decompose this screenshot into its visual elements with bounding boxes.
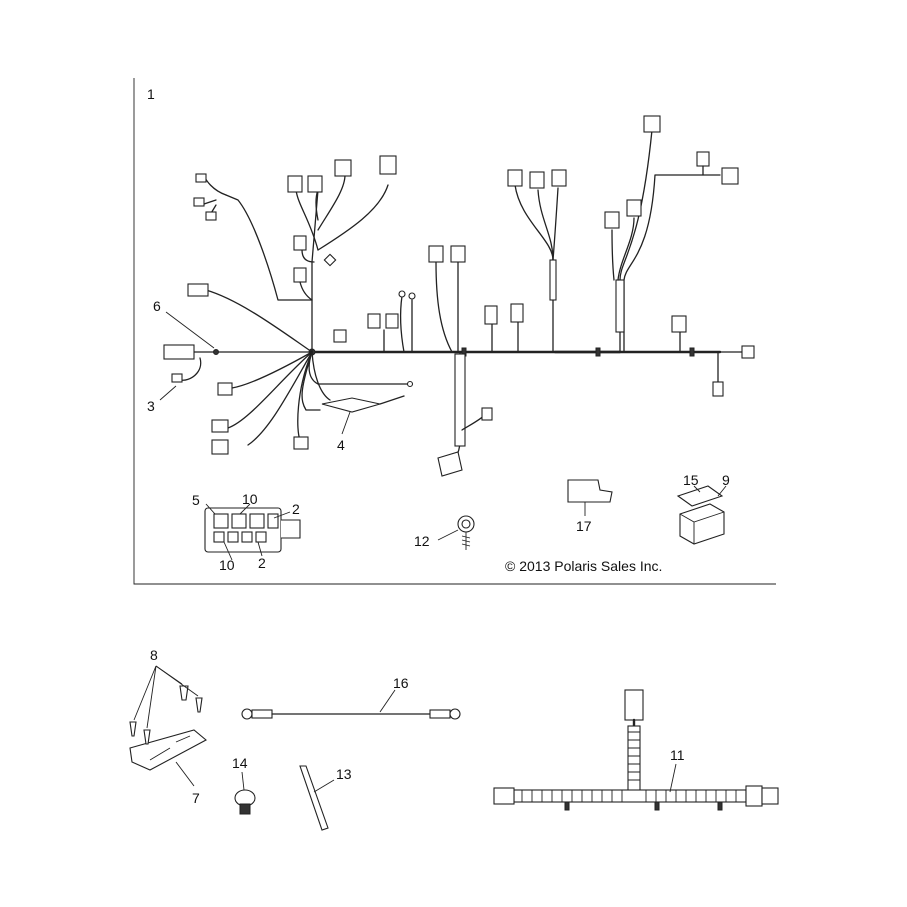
- connector-c7: [510, 303, 524, 323]
- callout-10-top: 10: [242, 491, 258, 507]
- callout-4: 4: [337, 437, 345, 453]
- connector-c9: [428, 245, 444, 263]
- connector-c18: [293, 267, 307, 283]
- connector-c20: [217, 382, 233, 396]
- connector-c17: [293, 235, 307, 251]
- ground-terminal: [437, 451, 463, 477]
- wire-grommet: [234, 771, 256, 815]
- cable-tie: [299, 765, 335, 831]
- callout-8: 8: [150, 647, 158, 663]
- top-right-connector: [643, 115, 661, 133]
- mini-connector: [193, 197, 205, 207]
- callout-17: 17: [576, 518, 592, 534]
- connector-c16: [379, 155, 397, 175]
- module-connector: [163, 344, 195, 360]
- ground-cable: [241, 689, 461, 720]
- connector-c11: [385, 313, 399, 329]
- fuse-box: [204, 503, 301, 561]
- mini-connector: [171, 373, 183, 383]
- connector-c8: [450, 245, 466, 263]
- callout-6: 6: [153, 298, 161, 314]
- trunk-end-connector: [741, 345, 755, 359]
- connector-c10: [367, 313, 381, 329]
- mini-connector: [205, 211, 217, 221]
- callout-2-bottom: 2: [258, 555, 266, 571]
- connector-c6: [484, 305, 498, 325]
- callout-12: 12: [414, 533, 430, 549]
- callout-2-top: 2: [292, 501, 300, 517]
- ring-terminal-bolt: [437, 515, 475, 550]
- callout-15: 15: [683, 472, 699, 488]
- callout-10-bottom: 10: [219, 557, 235, 573]
- splice-point: [398, 290, 406, 298]
- clip-tab: [323, 253, 337, 267]
- callout-14: 14: [232, 755, 248, 771]
- far-right-connector: [721, 167, 739, 185]
- screws: [129, 665, 203, 745]
- trunk-clip: [689, 347, 695, 357]
- mini-connector: [195, 173, 207, 183]
- callout-13: 13: [336, 766, 352, 782]
- top-right-connector-2: [696, 151, 710, 167]
- callout-3: 3: [147, 398, 155, 414]
- connector-c19: [187, 283, 209, 297]
- upper-right-connector: [671, 315, 687, 333]
- battery-assembly: [676, 485, 727, 545]
- connector-c14: [307, 175, 323, 193]
- sub-harness: [493, 689, 779, 811]
- mounting-bracket: [129, 729, 207, 787]
- conduit-sleeve: [615, 279, 625, 333]
- main-wire-harness: [163, 115, 755, 477]
- connector-c5: [551, 169, 567, 187]
- callout-leaders: [159, 311, 351, 435]
- lower-right-connector: [712, 381, 724, 397]
- conduit-sleeve: [549, 259, 557, 301]
- connector-c3: [507, 169, 523, 187]
- inline-fuse-holder: [321, 397, 381, 413]
- callout-labels: 1 6 3 4 5 10 2 10 2 12 17 15 9 © 2013 Po…: [147, 86, 730, 806]
- connector-c4: [529, 171, 545, 189]
- connector-c15: [334, 159, 352, 177]
- connector-c13: [287, 175, 303, 193]
- trunk-clip: [595, 347, 601, 357]
- copyright-text: © 2013 Polaris Sales Inc.: [505, 558, 662, 574]
- sub-harness-right-connector: [745, 785, 763, 807]
- splice-point: [408, 292, 416, 300]
- connector-c1: [604, 211, 620, 229]
- splice-point: [406, 380, 414, 388]
- harness-clip: [213, 349, 219, 355]
- connector-c12: [333, 329, 347, 343]
- callout-5: 5: [192, 492, 200, 508]
- connector-c23: [293, 436, 309, 450]
- sub-harness-left-connector: [493, 787, 515, 805]
- connector-c22: [211, 439, 229, 455]
- battery-cover-bracket: [567, 479, 613, 516]
- callout-9: 9: [722, 472, 730, 488]
- callout-1: 1: [147, 86, 155, 102]
- connector-c21: [211, 419, 229, 433]
- sensor-connector: [481, 407, 493, 421]
- callout-11: 11: [670, 747, 685, 763]
- callout-7: 7: [192, 790, 200, 806]
- conduit-sleeve: [454, 353, 466, 447]
- callout-16: 16: [393, 675, 409, 691]
- connector-c2: [626, 199, 642, 217]
- main-panel-frame: [133, 78, 776, 585]
